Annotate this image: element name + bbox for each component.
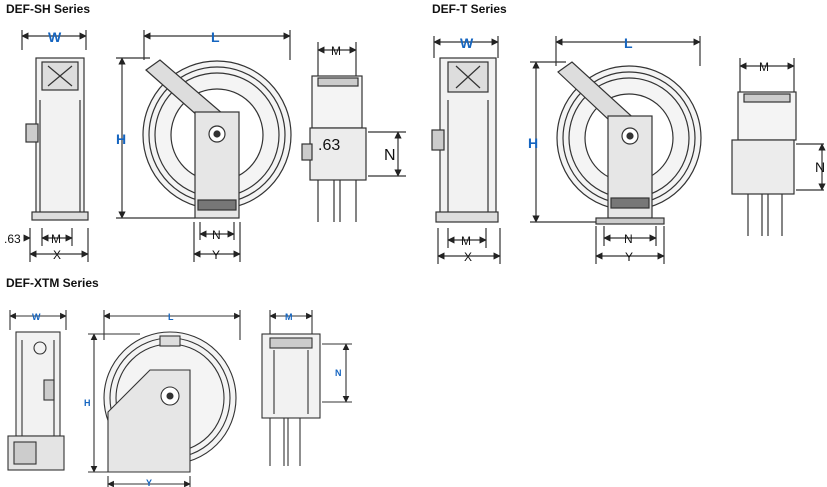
t-n-label: N bbox=[624, 232, 633, 246]
t-y-label: Y bbox=[625, 250, 633, 264]
sh-y-label: Y bbox=[212, 248, 220, 262]
series-title-xtm: DEF-XTM Series bbox=[6, 276, 99, 290]
sh-end-063-label: .63 bbox=[318, 137, 340, 154]
xtm-l-label: L bbox=[168, 312, 174, 322]
xtm-y-label: Y bbox=[146, 478, 152, 487]
series-title-t: DEF-T Series bbox=[432, 2, 507, 16]
xtm-w-label: W bbox=[32, 312, 41, 322]
t-end-view bbox=[731, 58, 826, 236]
t-m-label: M bbox=[461, 234, 471, 248]
xtm-front-view bbox=[88, 310, 241, 487]
sh-front-view bbox=[116, 30, 292, 262]
xtm-h-label: H bbox=[84, 398, 91, 408]
sh-n-label: N bbox=[212, 228, 221, 242]
xtm-n-label: N bbox=[335, 368, 342, 378]
sh-x-label: X bbox=[53, 248, 61, 262]
sh-end-n-label: N bbox=[384, 147, 396, 164]
t-w-label: W bbox=[460, 35, 474, 51]
xtm-end-view bbox=[261, 310, 352, 466]
sh-end-m-label: M bbox=[331, 44, 341, 58]
sh-m-label: M bbox=[51, 232, 61, 246]
sh-063-label: .63 bbox=[4, 232, 21, 246]
t-end-m-label: M bbox=[759, 60, 769, 74]
t-end-n-label: N bbox=[815, 159, 825, 175]
xtm-m-label: M bbox=[285, 312, 293, 322]
sh-end-view bbox=[301, 42, 406, 222]
sh-w-label: W bbox=[48, 29, 62, 45]
t-front-view bbox=[530, 36, 702, 264]
t-x-label: X bbox=[464, 250, 472, 264]
sh-l-label: L bbox=[211, 29, 220, 45]
sh-side-view bbox=[21, 30, 89, 262]
t-l-label: L bbox=[624, 35, 633, 51]
t-side-view bbox=[431, 36, 501, 264]
series-title-sh: DEF-SH Series bbox=[6, 2, 91, 16]
sh-h-label: H bbox=[116, 131, 126, 147]
t-h-label: H bbox=[528, 135, 538, 151]
xtm-side-view bbox=[7, 310, 67, 471]
